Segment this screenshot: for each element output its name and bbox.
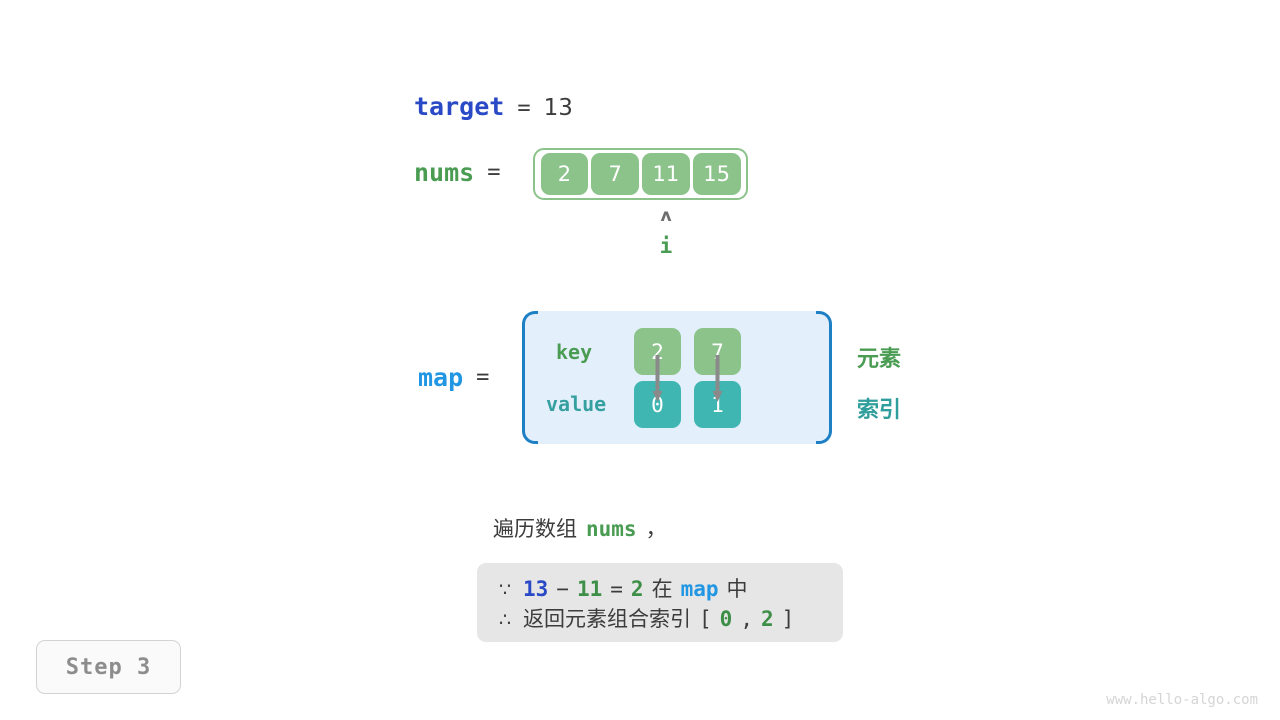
return-text: 返回元素组合索引 (523, 607, 691, 631)
operand-result: 2 (630, 577, 644, 601)
because-symbol-icon: ∵ (499, 579, 512, 601)
target-declaration: target = 13 (414, 92, 573, 121)
operand-current: 11 (576, 577, 603, 601)
map-equals-sign: = (476, 365, 490, 390)
caret-up-icon: ʌ (660, 206, 672, 226)
target-equals-sign: = (517, 96, 531, 121)
caption-line: 遍历数组 nums ， (493, 513, 667, 543)
explanation-box: ∵ 13 − 11 = 2 在 map 中 ∴ 返回元素组合索引 [ 0 , 2… (477, 563, 843, 642)
map-side-label-index: 索引 (857, 398, 902, 423)
result-index-0: 0 (719, 607, 733, 631)
step-badge-label: Step 3 (65, 654, 152, 680)
map-bracket-right-icon (816, 311, 832, 444)
equals-operator: = (610, 577, 623, 601)
map-side-label-element: 元素 (857, 347, 902, 372)
map-row-label-key: key (556, 340, 593, 364)
map-key-cell-1: 7 (694, 328, 741, 375)
target-variable-name: target (414, 92, 505, 121)
caption-text: 遍历数组 (493, 517, 577, 541)
watermark: www.hello-algo.com (1106, 692, 1258, 708)
nums-cell-3: 15 (692, 153, 741, 195)
result-index-1: 2 (760, 607, 774, 631)
map-row-label-value: value (546, 392, 607, 416)
map-bracket-left-icon (522, 311, 538, 444)
therefore-symbol-icon: ∴ (499, 609, 512, 631)
nums-cell-0: 2 (540, 153, 589, 195)
caption-comma: ， (645, 517, 667, 541)
nums-cell-2: 11 (642, 153, 690, 195)
text-in: 在 (651, 577, 673, 601)
minus-operator: − (556, 577, 569, 601)
map-variable-name: map (418, 363, 464, 392)
pointer-label-i: i (659, 234, 673, 258)
operand-target: 13 (523, 577, 549, 601)
map-value-cell-0: 0 (634, 381, 681, 428)
bracket-open: [ (699, 607, 712, 631)
nums-variable-name: nums (414, 158, 475, 187)
nums-cell-1: 7 (591, 153, 639, 195)
index-pointer-group: ʌ i (650, 206, 682, 258)
text-middle: 中 (726, 577, 748, 601)
step-badge: Step 3 (36, 640, 181, 694)
explanation-row-2: ∴ 返回元素组合索引 [ 0 , 2 ] (499, 603, 821, 633)
map-reference: map (680, 577, 719, 601)
explanation-row-1: ∵ 13 − 11 = 2 在 map 中 (499, 573, 821, 603)
nums-equals-sign: = (487, 160, 501, 185)
result-separator: , (740, 607, 753, 631)
target-value: 13 (543, 95, 573, 121)
map-key-cell-0: 2 (634, 328, 681, 375)
nums-array-container: 2 7 11 15 (533, 148, 748, 200)
nums-declaration: nums = (414, 158, 500, 187)
map-value-cell-1: 1 (694, 381, 741, 428)
map-declaration: map = (418, 363, 489, 392)
caption-code-nums: nums (586, 517, 637, 541)
bracket-close: ] (781, 607, 795, 631)
